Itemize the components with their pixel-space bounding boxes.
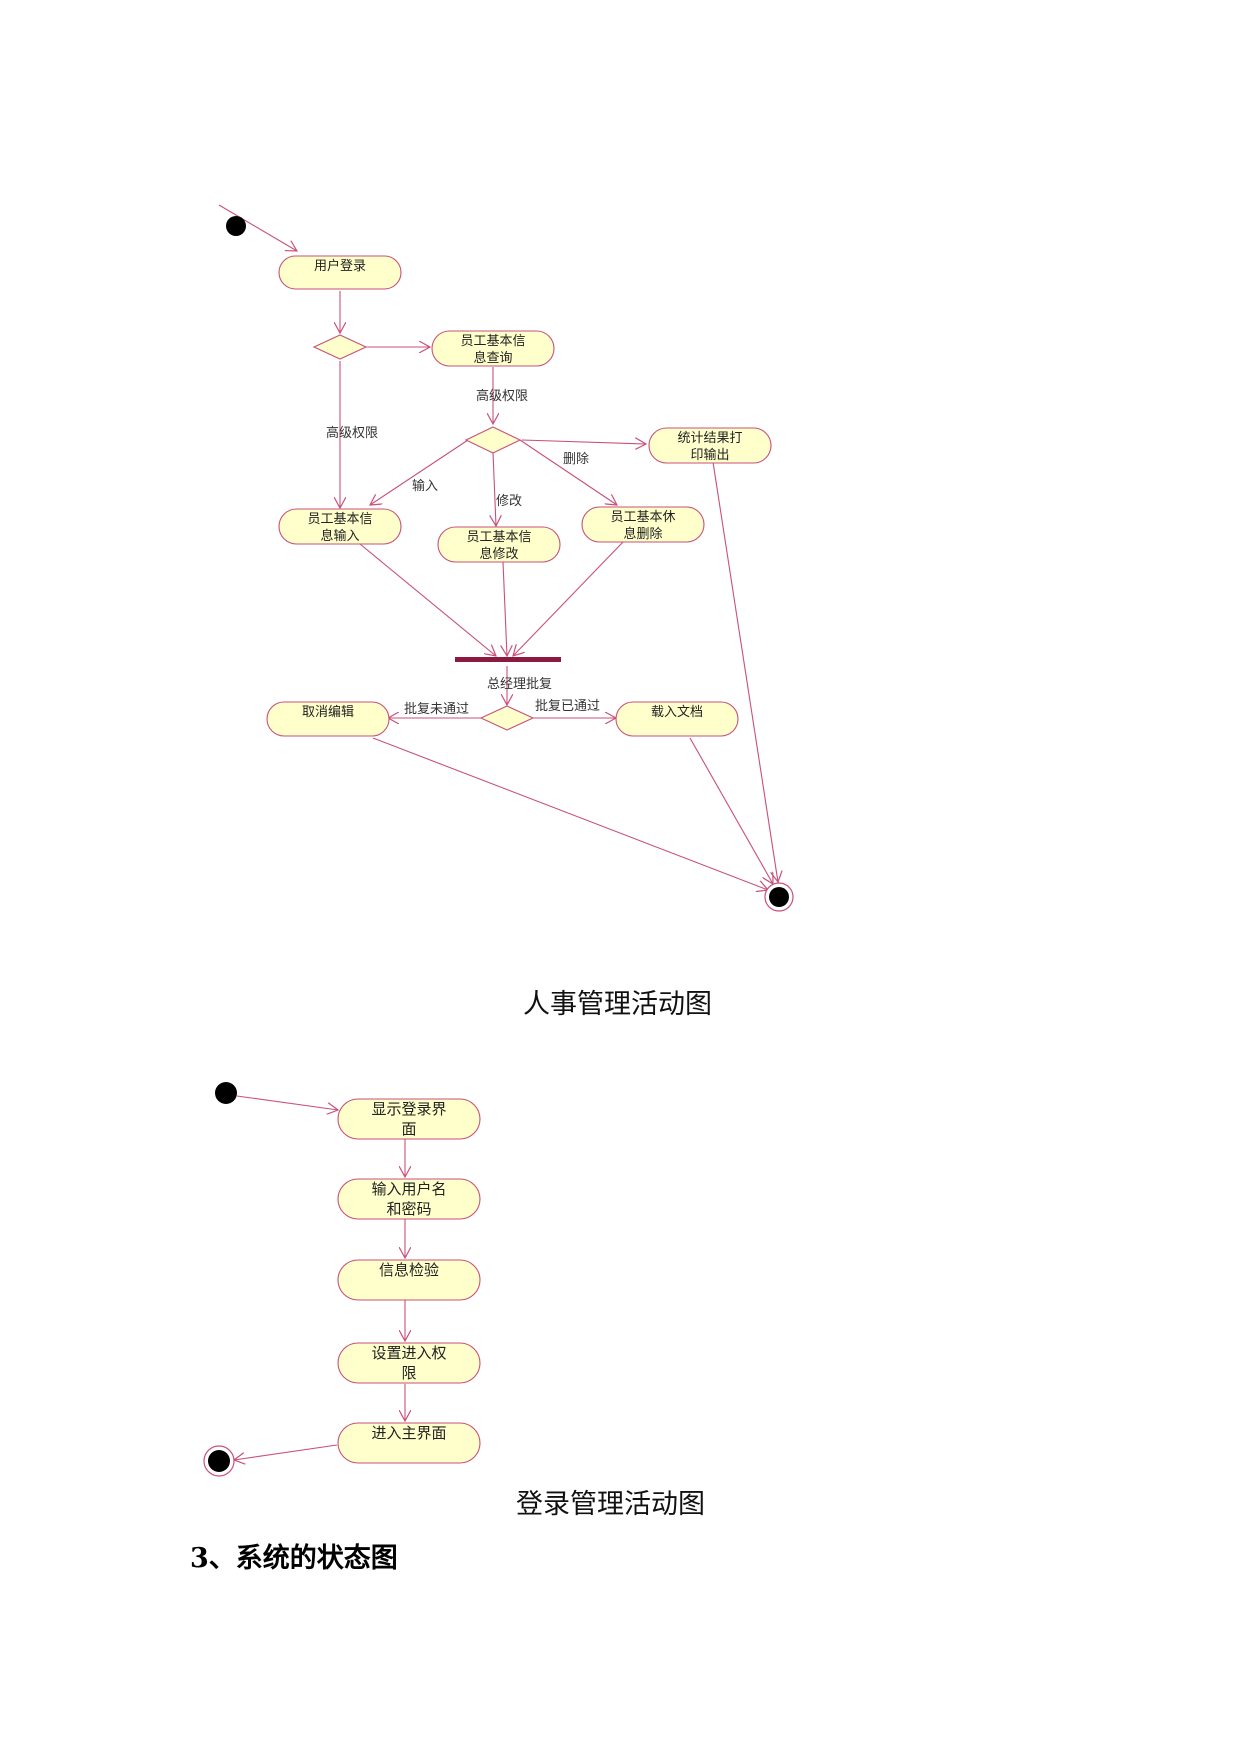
label-manager-approval: 总经理批复 — [487, 677, 552, 692]
edge-print-end — [712, 461, 778, 882]
edge-decision2-input — [370, 439, 469, 505]
action-input: 员工基本信 息输入 — [278, 508, 402, 545]
svg-text:息输入: 息输入 — [320, 528, 359, 544]
svg-text:统计结果打: 统计结果打 — [677, 431, 742, 446]
action-query: 员工基本信 息查询 — [431, 330, 555, 367]
edge-main-end — [234, 1444, 338, 1460]
svg-text:息查询: 息查询 — [473, 350, 512, 366]
initial-node — [226, 216, 246, 236]
edge-load-end — [689, 737, 773, 884]
action-login: 用户登录 — [278, 255, 402, 290]
label-high-permission-left: 高级权限 — [326, 425, 378, 441]
caption-hr-diagram: 人事管理活动图 — [523, 989, 712, 1020]
edge-decision2-modify — [493, 451, 496, 526]
svg-text:员工基本信: 员工基本信 — [307, 512, 372, 527]
final-node-2 — [203, 1445, 235, 1477]
svg-text:载入文档: 载入文档 — [651, 705, 703, 720]
svg-text:和密码: 和密码 — [386, 1200, 431, 1218]
edge-decision2-print — [521, 440, 646, 444]
edge-modify-sync — [503, 561, 507, 656]
action-main-ui: 进入主界面 — [337, 1422, 481, 1464]
svg-text:面: 面 — [401, 1120, 416, 1138]
action-show-login: 显示登录界 面 — [337, 1098, 481, 1140]
action-enter-credentials: 输入用户名 和密码 — [337, 1178, 481, 1220]
svg-text:显示登录界: 显示登录界 — [371, 1100, 446, 1118]
svg-text:限: 限 — [401, 1364, 416, 1382]
svg-text:印输出: 印输出 — [690, 447, 729, 463]
edge-delete-sync — [513, 541, 624, 656]
label-input: 输入 — [412, 478, 438, 494]
action-delete: 员工基本休 息删除 — [581, 506, 705, 543]
decision-approval — [479, 705, 535, 731]
decision-permission — [312, 334, 368, 360]
decision-operation — [464, 426, 522, 454]
svg-text:息修改: 息修改 — [479, 546, 518, 562]
action-modify: 员工基本信 息修改 — [437, 526, 561, 563]
edge-decision2-delete — [519, 439, 617, 505]
action-print: 统计结果打 印输出 — [648, 427, 772, 464]
svg-text:信息检验: 信息检验 — [379, 1261, 439, 1279]
action-cancel: 取消编辑 — [266, 701, 390, 737]
action-set-permission: 设置进入权 限 — [337, 1342, 481, 1384]
action-verify: 信息检验 — [337, 1259, 481, 1301]
label-approved: 批复已通过 — [535, 699, 600, 714]
label-delete: 删除 — [563, 452, 589, 467]
label-rejected: 批复未通过 — [404, 702, 469, 717]
svg-text:输入用户名: 输入用户名 — [371, 1180, 446, 1198]
svg-text:员工基本休: 员工基本休 — [610, 510, 675, 525]
initial-node-2 — [215, 1082, 237, 1104]
hr-activity-diagram: 用户登录 员工基本信 息查询 统计结果打 印输出 员工基本信 息输入 员工基本信… — [218, 204, 794, 912]
action-load: 载入文档 — [615, 701, 739, 737]
edge-cancel-end — [372, 737, 768, 890]
label-high-permission: 高级权限 — [476, 388, 528, 404]
section-heading: 3、系统的状态图 — [190, 1543, 398, 1574]
sync-bar — [455, 657, 561, 662]
label-modify: 修改 — [496, 494, 522, 509]
svg-text:员工基本信: 员工基本信 — [466, 530, 531, 545]
edge-start-login — [218, 204, 297, 251]
edge-input-sync — [359, 543, 496, 656]
caption-login-diagram: 登录管理活动图 — [516, 1489, 705, 1520]
edge-start-show — [236, 1095, 338, 1110]
final-node — [764, 882, 794, 912]
svg-text:息删除: 息删除 — [623, 526, 662, 542]
svg-text:设置进入权: 设置进入权 — [371, 1344, 446, 1362]
svg-text:进入主界面: 进入主界面 — [371, 1424, 446, 1442]
login-activity-diagram: 显示登录界 面 输入用户名 和密码 信息检验 设置进入权 限 进入主界面 — [203, 1082, 481, 1477]
svg-text:取消编辑: 取消编辑 — [302, 705, 354, 720]
svg-text:用户登录: 用户登录 — [314, 258, 366, 274]
svg-text:员工基本信: 员工基本信 — [460, 334, 525, 349]
